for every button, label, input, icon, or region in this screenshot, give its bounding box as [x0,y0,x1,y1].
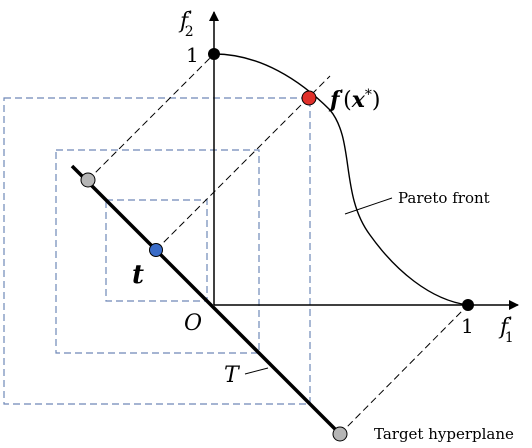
point-x-intercept [462,299,474,311]
point-hyperplane-top [80,172,96,188]
T-label: T [224,363,241,388]
target-hyperplane-label: Target hyperplane [374,425,514,443]
y-axis-one: 1 [186,43,199,67]
projection-top [87,53,215,181]
pareto-leader-line [344,197,393,215]
middle-dashed-square [55,149,260,354]
point-target [149,243,163,257]
projection-solution [155,75,331,251]
projection-bottom [339,304,469,435]
point-hyperplane-bottom [332,426,348,442]
point-y-intercept [208,48,220,60]
x-axis-one: 1 [461,314,474,338]
y-axis-label: f′2 [178,7,194,40]
solution-label: f′(x*) [328,86,380,113]
projection-lines [87,53,469,435]
inner-dashed-square [105,199,208,302]
target-point-label: t [132,260,144,290]
dashed-squares [3,97,311,405]
point-solution [301,90,317,106]
target-hyperplane-line [70,164,342,436]
outer-dashed-square [3,97,311,405]
origin-label: O [184,311,202,336]
pareto-front-curve [213,53,469,306]
x-axis-label: f′1 [498,313,514,346]
T-leader-line [244,367,269,375]
pareto-front-label: Pareto front [398,189,490,207]
